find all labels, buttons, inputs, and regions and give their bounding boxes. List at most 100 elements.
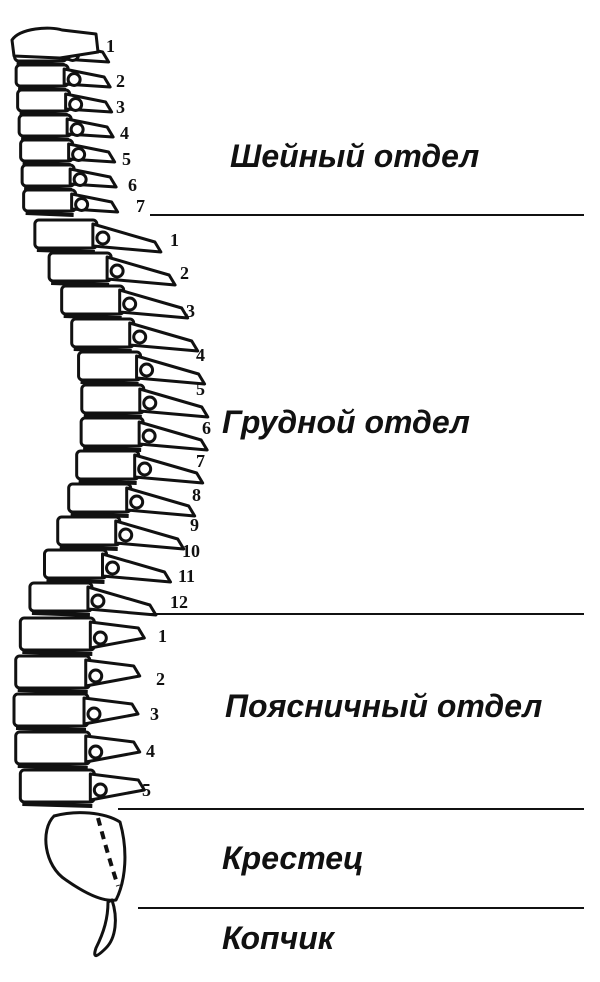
thoracic-spinous-process (118, 288, 190, 320)
thoracic-pedicle (137, 461, 153, 477)
thoracic-vertebra-body (80, 383, 146, 415)
thoracic-pedicle (142, 395, 158, 411)
lumbar-vertebra-body (12, 692, 90, 728)
lumbar-pedicle (92, 782, 108, 798)
lumbar-vertebra-number: 5 (142, 780, 151, 800)
atlas-vertebra (10, 26, 100, 60)
thoracic-pedicle (139, 362, 155, 378)
thoracic-vertebra-body (70, 317, 136, 349)
thoracic-spinous-process (128, 321, 200, 353)
thoracic-vertebra-number: 7 (196, 451, 205, 471)
thoracic-pedicle (109, 263, 125, 279)
lumbar-vertebra-number: 2 (156, 669, 165, 689)
thoracic-pedicle (129, 494, 145, 510)
intervertebral-disc (15, 726, 87, 732)
thoracic-spinous-process (125, 486, 197, 518)
thoracic-pedicle (90, 593, 106, 609)
intervertebral-disc (17, 688, 88, 694)
lumbar-region-label: Поясничный отдел (225, 688, 543, 724)
sacrum-region-label: Крестец (222, 840, 364, 876)
thoracic-spinous-process (135, 354, 207, 386)
cervical-vertebra-number: 6 (128, 175, 137, 195)
intervertebral-disc (25, 211, 74, 217)
divider-sacrum-coccyx (138, 907, 584, 909)
lumbar-vertebra-body (18, 616, 96, 652)
thoracic-vertebra-number: 6 (202, 418, 211, 438)
thoracic-pedicle (105, 560, 121, 576)
sacral-foramina (96, 817, 120, 887)
divider-lumbar-sacrum (118, 808, 584, 810)
thoracic-vertebra-number: 1 (170, 230, 179, 250)
divider-cervical-thoracic (150, 214, 584, 216)
thoracic-spinous-process (114, 519, 186, 551)
thoracic-vertebra-body (75, 449, 141, 481)
thoracic-pedicle (118, 527, 134, 543)
cervical-vertebra-body (19, 138, 75, 163)
thoracic-vertebra-number: 2 (180, 263, 189, 283)
lumbar-vertebra-number: 3 (150, 704, 159, 724)
thoracic-spinous-process (86, 585, 158, 617)
thoracic-vertebra-body (33, 218, 99, 250)
thoracic-spinous-process (138, 387, 210, 419)
cervical-vertebra-number: 2 (116, 71, 125, 91)
cervical-pedicle (72, 172, 88, 187)
cervical-pedicle (71, 147, 87, 162)
thoracic-spinous-process (137, 420, 209, 452)
cervical-vertebra-number: 5 (122, 149, 131, 169)
thoracic-vertebra-body (60, 284, 126, 316)
thoracic-spinous-process (91, 222, 163, 254)
intervertebral-disc (22, 650, 93, 656)
intervertebral-disc (31, 611, 90, 617)
lumbar-vertebra-body (14, 730, 92, 766)
lumbar-vertebra-body (18, 768, 96, 804)
thoracic-vertebra-body (28, 581, 94, 613)
thoracic-vertebra-number: 4 (196, 345, 205, 365)
thoracic-vertebra-body (56, 515, 122, 547)
lumbar-pedicle (88, 744, 104, 760)
cervical-vertebra-number: 4 (120, 123, 129, 143)
cervical-vertebra-number: 7 (136, 196, 145, 216)
thoracic-spinous-process (133, 453, 205, 485)
coccyx-region-label: Копчик (222, 920, 334, 956)
thoracic-pedicle (132, 329, 148, 345)
intervertebral-disc (70, 512, 129, 518)
cervical-pedicle (68, 97, 84, 112)
intervertebral-disc (59, 545, 118, 551)
thoracic-vertebra-number: 5 (196, 379, 205, 399)
cervical-vertebra-body (22, 188, 78, 213)
cervical-pedicle (66, 72, 82, 87)
divider-thoracic-lumbar (150, 613, 584, 615)
cervical-region-label: Шейный отдел (230, 138, 480, 174)
thoracic-vertebra-body (47, 251, 113, 283)
thoracic-vertebra-body (43, 548, 109, 580)
thoracic-spinous-process (105, 255, 177, 287)
lumbar-vertebra-body (14, 654, 92, 690)
thoracic-pedicle (122, 296, 138, 312)
cervical-vertebra-number: 1 (106, 36, 115, 56)
cervical-vertebra-body (20, 163, 76, 188)
intervertebral-disc (46, 578, 105, 584)
thoracic-pedicle (141, 428, 157, 444)
thoracic-region-label: Грудной отдел (222, 404, 470, 440)
cervical-pedicle (74, 197, 90, 212)
lumbar-pedicle (92, 630, 108, 646)
intervertebral-disc (17, 764, 88, 770)
intervertebral-disc (22, 802, 93, 808)
thoracic-vertebra-number: 3 (186, 301, 195, 321)
thoracic-vertebra-number: 8 (192, 485, 201, 505)
cervical-vertebra-body (16, 88, 72, 113)
lumbar-vertebra-number: 4 (146, 741, 155, 761)
cervical-vertebra-body (14, 63, 70, 88)
cervical-vertebra-number: 3 (116, 97, 125, 117)
thoracic-vertebra-number: 11 (178, 566, 196, 586)
thoracic-vertebra-body (67, 482, 133, 514)
thoracic-vertebra-number: 10 (182, 541, 200, 561)
sacrum (44, 811, 127, 902)
thoracic-pedicle (95, 230, 111, 246)
thoracic-vertebra-number: 12 (170, 592, 188, 612)
lumbar-pedicle (88, 668, 104, 684)
thoracic-vertebra-number: 9 (190, 515, 199, 535)
cervical-pedicle (69, 122, 85, 137)
coccyx (93, 898, 117, 957)
